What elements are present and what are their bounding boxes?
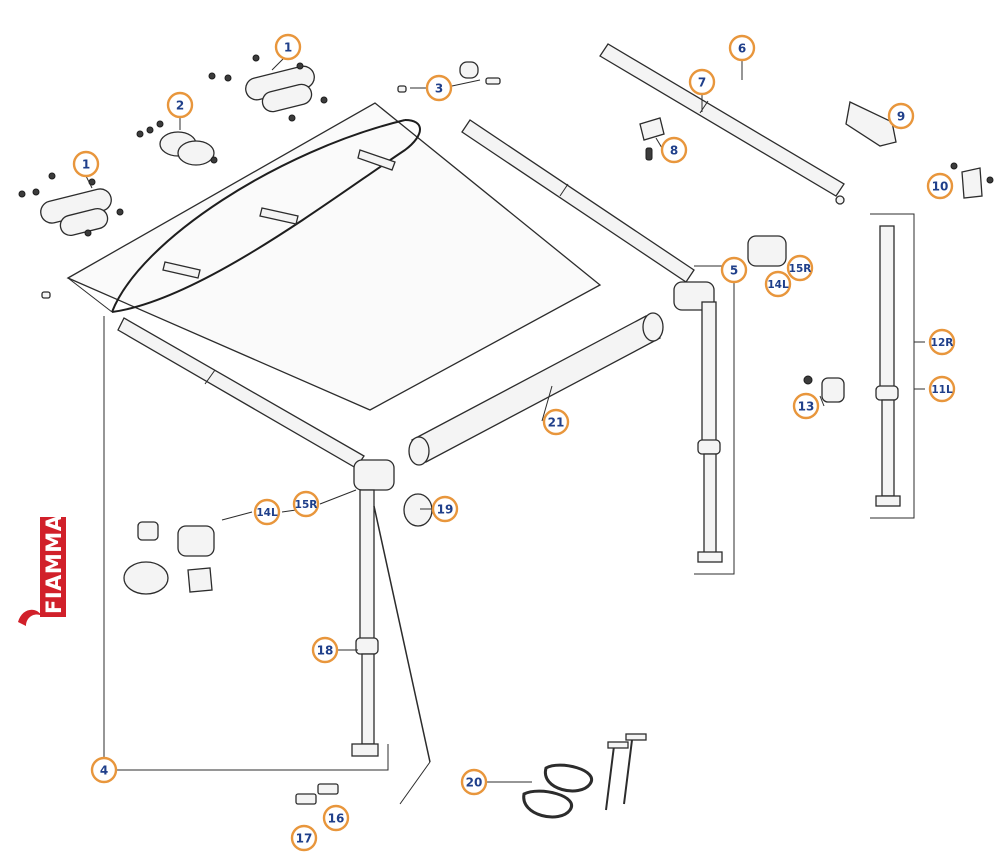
fiamma-logo-bar (40, 517, 66, 617)
callout-8: 8 (660, 136, 688, 164)
callout-19: 19 (431, 495, 459, 523)
callout-20: 20 (460, 768, 488, 796)
callout-21-label: 21 (548, 416, 565, 430)
callout-8-label: 8 (670, 144, 678, 158)
callout-6-label: 6 (738, 42, 746, 56)
callout-18-circle (311, 636, 339, 664)
callout-2-label: 2 (176, 99, 184, 113)
rafter-bracket-part-9 (845, 101, 897, 147)
callout-5-circle (720, 256, 748, 284)
callout-14l-right-label: 14L (767, 279, 789, 291)
callout-16-label: 16 (328, 812, 345, 826)
callout-12r-label: 12R (931, 337, 954, 349)
callout-2: 2 (166, 91, 194, 119)
end-plug-part-3 (397, 61, 501, 93)
rafter-arm-part-6 (599, 43, 845, 205)
knuckle-exploded-left (123, 521, 215, 595)
callout-8-circle (660, 136, 688, 164)
callout-12r: 12R (928, 328, 956, 356)
callout-18-label: 18 (317, 644, 334, 658)
fixing-plate-group-2 (136, 120, 218, 166)
callout-6: 6 (728, 34, 756, 62)
callout-15r-right: 15R (786, 254, 814, 282)
front-right-arm-tube (461, 119, 695, 283)
callout-19-label: 19 (437, 503, 454, 517)
callout-1b-circle (72, 150, 100, 178)
callout-21: 21 (542, 408, 570, 436)
tie-down-kit-part-20 (522, 733, 647, 819)
roller-tube-part-21 (408, 312, 664, 466)
callout-18: 18 (311, 636, 339, 664)
callout-14l-left-label: 14L (256, 507, 278, 519)
callout-17: 17 (290, 824, 318, 852)
callout-20-label: 20 (466, 776, 483, 790)
front-left-arm-tube (117, 317, 365, 469)
spare-leg-parts-11l-12r (870, 213, 915, 519)
leg-foot-part-13 (803, 375, 845, 403)
callout-1a: 1 (274, 33, 302, 61)
fixing-plate-group-1a (208, 54, 328, 122)
callout-1b: 1 (72, 150, 100, 178)
callout-15r-right-circle (786, 254, 814, 282)
callout-10: 10 (926, 172, 954, 200)
callout-1b-label: 1 (82, 158, 90, 172)
callout-9-label: 9 (897, 110, 905, 124)
callout-11l: 11L (928, 375, 956, 403)
callout-14l-right: 14L (764, 270, 792, 298)
end-cap-part-8 (639, 117, 665, 161)
corner-knuckle-left (353, 459, 395, 491)
fiamma-logo-text: FIAMMA (42, 514, 66, 614)
callout-16: 16 (322, 804, 350, 832)
callout-14l-left: 14L (253, 498, 281, 526)
callout-5-label: 5 (730, 264, 738, 278)
callout-13: 13 (792, 392, 820, 420)
callout-4: 4 (90, 756, 118, 784)
tension-strap-part-19 (373, 493, 433, 805)
wall-bracket-part-10 (950, 162, 994, 199)
callout-11l-label: 11L (931, 384, 953, 396)
callout-1a-circle (274, 33, 302, 61)
callout-12r-circle (928, 328, 956, 356)
callout-15r-left: 15R (292, 490, 320, 518)
callout-15r-left-label: 15R (295, 499, 318, 511)
callout-7-label: 7 (698, 76, 706, 90)
callout-16-circle (322, 804, 350, 832)
callout-9: 9 (887, 102, 915, 130)
callout-4-circle (90, 756, 118, 784)
callout-13-label: 13 (798, 400, 815, 414)
callout-10-label: 10 (932, 180, 949, 194)
callout-13-circle (792, 392, 820, 420)
callout-14l-right-circle (764, 270, 792, 298)
callout-17-label: 17 (296, 832, 313, 846)
callout-21-circle (542, 408, 570, 436)
callout-19-circle (431, 495, 459, 523)
clips-parts-16-17 (295, 783, 339, 805)
fiamma-flame-icon (18, 609, 42, 626)
callout-3-circle (425, 74, 453, 102)
small-screw-left (41, 291, 51, 299)
callout-14l-left-circle (253, 498, 281, 526)
callout-15r-left-circle (292, 490, 320, 518)
callout-15r-right-label: 15R (789, 263, 812, 275)
callout-3: 3 (425, 74, 453, 102)
callout-11l-circle (928, 375, 956, 403)
callout-4-label: 4 (100, 764, 108, 778)
callout-7: 7 (688, 68, 716, 96)
callout-5: 5 (720, 256, 748, 284)
callout-6-circle (728, 34, 756, 62)
right-leg-part-5 (694, 265, 735, 575)
callout-10-circle (926, 172, 954, 200)
fiamma-logo: FIAMMA (18, 514, 66, 626)
left-leg-part-4 (103, 316, 389, 771)
callout-7-circle (688, 68, 716, 96)
callout-20-circle (460, 768, 488, 796)
callout-3-label: 3 (435, 82, 443, 96)
fixing-plate-group-1b (18, 172, 124, 237)
callout-1a-label: 1 (284, 41, 292, 55)
callout-9-circle (887, 102, 915, 130)
callout-2-circle (166, 91, 194, 119)
callout-17-circle (290, 824, 318, 852)
awning-fabric (66, 102, 602, 411)
